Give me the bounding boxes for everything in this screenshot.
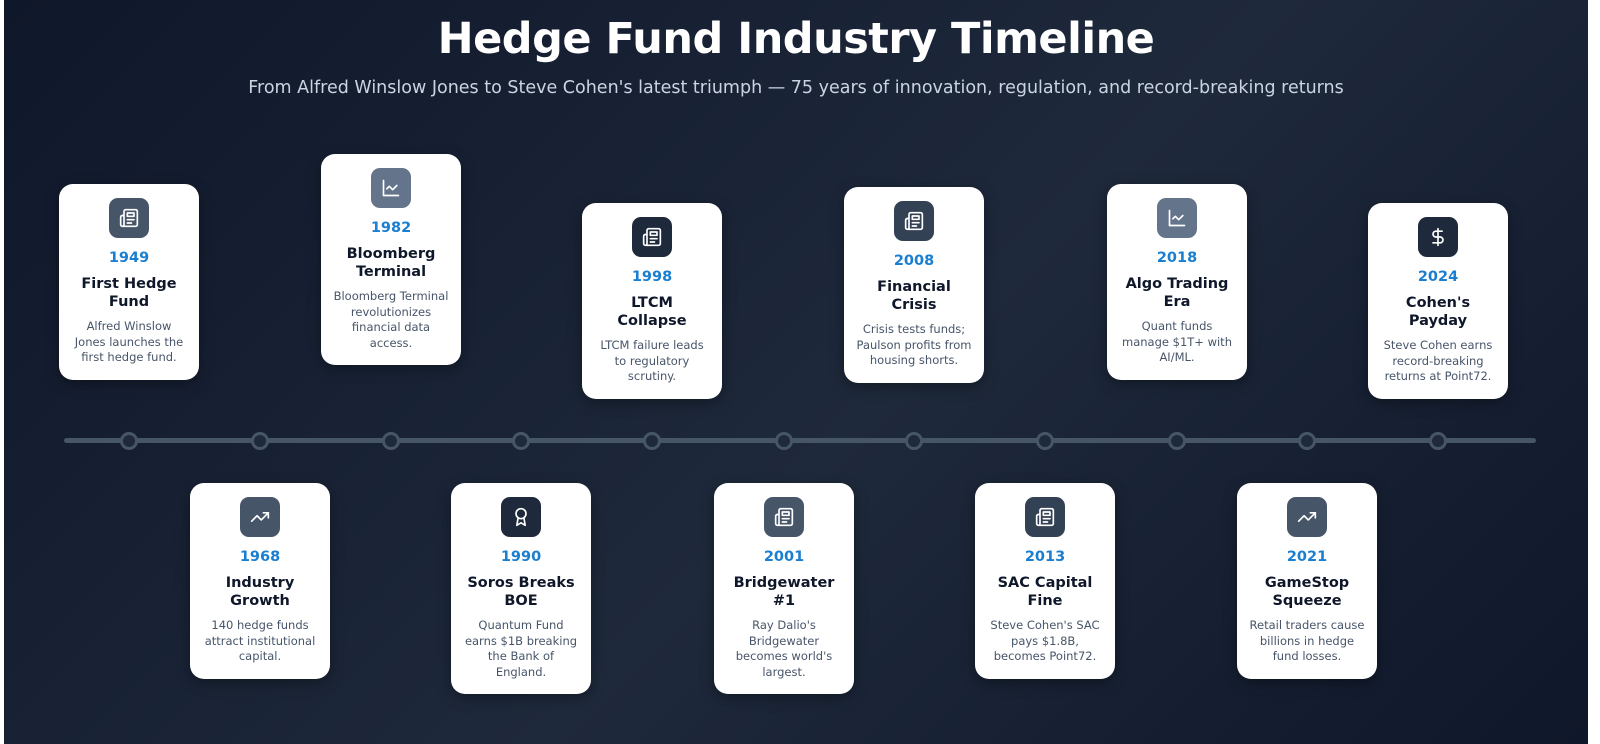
event-year: 2013 [1024, 549, 1066, 565]
event-year: 1949 [108, 250, 150, 266]
timeline-dot-2021 [1298, 432, 1316, 450]
event-description: Alfred Winslow Jones launches the first … [74, 319, 184, 364]
event-title: LTCM Collapse [617, 295, 687, 329]
event-title: Bloomberg Terminal [346, 246, 436, 280]
event-year: 2001 [763, 549, 805, 565]
event-description: Crisis tests funds; Paulson profits from… [856, 322, 972, 367]
timeline-dot-1990 [512, 432, 530, 450]
event-title: Soros Breaks BOE [467, 575, 575, 609]
page-subtitle: From Alfred Winslow Jones to Steve Cohen… [248, 78, 1344, 98]
timeline-dot-1968 [251, 432, 269, 450]
timeline-canvas: Hedge Fund Industry Timeline From Alfred… [4, 0, 1588, 744]
trending-up-icon [240, 497, 280, 537]
event-description: 140 hedge funds attract institutional ca… [204, 618, 316, 663]
event-year: 1982 [370, 220, 412, 236]
timeline-dot-2018 [1168, 432, 1186, 450]
event-description: Quant funds manage $1T+ with AI/ML. [1122, 319, 1232, 364]
event-title: Financial Crisis [877, 279, 951, 313]
event-title: Bridgewater #1 [733, 575, 835, 609]
trending-up-icon [1287, 497, 1327, 537]
event-title: Cohen's Payday [1405, 295, 1471, 329]
event-description: Steve Cohen earns record-breaking return… [1383, 338, 1493, 383]
timeline-dot-2024 [1429, 432, 1447, 450]
event-description: Retail traders cause billions in hedge f… [1249, 618, 1365, 663]
event-year: 2024 [1417, 269, 1459, 285]
page-edge-right [1588, 0, 1600, 744]
newspaper-icon [894, 201, 934, 241]
line-chart-icon [371, 168, 411, 208]
event-year: 1990 [500, 549, 542, 565]
event-year: 2008 [893, 253, 935, 269]
page-title: Hedge Fund Industry Timeline [437, 14, 1155, 64]
event-year: 1998 [631, 269, 673, 285]
timeline-dot-1949 [120, 432, 138, 450]
event-description: LTCM failure leads to regulatory scrutin… [600, 338, 704, 383]
event-title: First Hedge Fund [81, 276, 177, 310]
timeline-dot-2001 [775, 432, 793, 450]
event-title: Algo Trading Era [1125, 276, 1229, 310]
event-description: Ray Dalio's Bridgewater becomes world's … [735, 618, 833, 679]
event-year: 1968 [239, 549, 281, 565]
award-icon [501, 497, 541, 537]
event-title: GameStop Squeeze [1264, 575, 1350, 609]
timeline-axis [64, 438, 1536, 443]
timeline-dot-1998 [643, 432, 661, 450]
timeline-dot-2013 [1036, 432, 1054, 450]
newspaper-icon [632, 217, 672, 257]
newspaper-icon [109, 198, 149, 238]
dollar-icon [1418, 217, 1458, 257]
newspaper-icon [1025, 497, 1065, 537]
event-year: 2018 [1156, 250, 1198, 266]
line-chart-icon [1157, 198, 1197, 238]
newspaper-icon [764, 497, 804, 537]
event-description: Steve Cohen's SAC pays $1.8B, becomes Po… [990, 618, 1100, 663]
event-description: Bloomberg Terminal revolutionizes financ… [333, 289, 449, 350]
event-title: SAC Capital Fine [997, 575, 1093, 609]
page-edge-left [0, 0, 4, 744]
timeline-dot-2008 [905, 432, 923, 450]
timeline-dot-1982 [382, 432, 400, 450]
event-description: Quantum Fund earns $1B breaking the Bank… [464, 618, 578, 679]
event-title: Industry Growth [225, 575, 295, 609]
event-year: 2021 [1286, 549, 1328, 565]
